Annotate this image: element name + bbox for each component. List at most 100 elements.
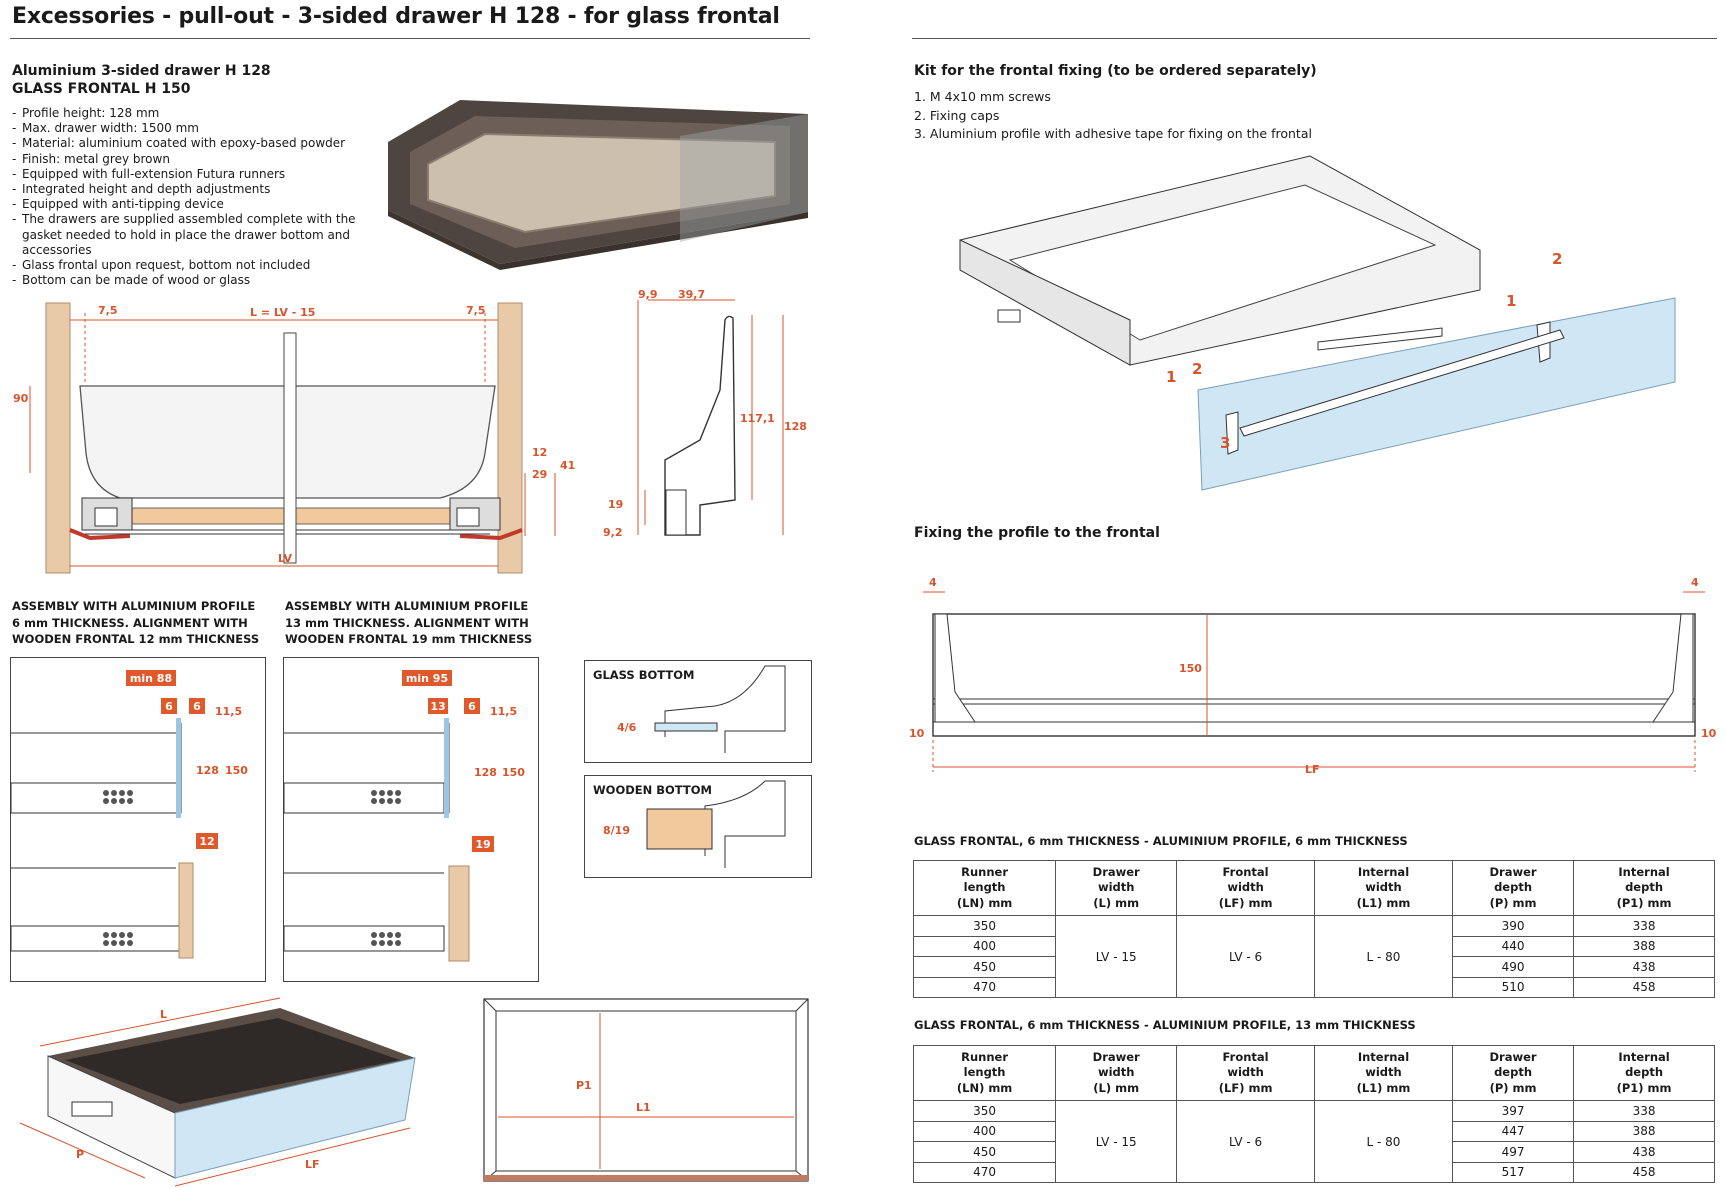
table-cell: 450: [912, 956, 1057, 978]
dim-128-label: 128: [784, 420, 807, 433]
assembly-13-panel: [283, 657, 539, 982]
table-row: 470 510 458: [912, 976, 1715, 998]
table-row: 350 LV - 15 LV - 6 L - 80 390 338: [912, 915, 1715, 998]
product-title: Aluminium 3-sided drawer H 128 GLASS FRO…: [12, 62, 271, 98]
dim-1171-label: 117,1: [740, 412, 775, 425]
assembly-6-h1: 128: [196, 764, 219, 777]
assembly-6-t: 12: [199, 835, 214, 848]
assembly-13-h2: 150: [502, 766, 525, 779]
iso-p-label: P: [76, 1148, 84, 1161]
product-title-line2: GLASS FRONTAL H 150: [12, 81, 191, 97]
feature-item: Material: aluminium coated with epoxy-ba…: [12, 136, 367, 151]
table2-title: GLASS FRONTAL, 6 mm THICKNESS - ALUMINIU…: [914, 1018, 1416, 1032]
assembly-13-t: 19: [475, 838, 490, 851]
dim-left-label: 7,5: [98, 304, 118, 317]
dim-92-label: 9,2: [603, 526, 623, 539]
table-cell: 350: [912, 915, 1057, 937]
title-rule-left: [10, 38, 810, 39]
table-cell: LV - 6: [1176, 1100, 1315, 1183]
assembly-13-b: 6: [468, 700, 476, 713]
top-view-diagram: P1 L1: [483, 998, 809, 1182]
feature-item: Finish: metal grey brown: [12, 152, 367, 167]
fixing-d10-left: 10: [909, 727, 925, 740]
kit-list: 1. M 4x10 mm screws 2. Fixing caps 3. Al…: [914, 88, 1312, 144]
feature-item: Max. drawer width: 1500 mm: [12, 121, 367, 136]
table-cell: 510: [1452, 976, 1575, 998]
wooden-bottom-diagram: WOODEN BOTTOM 8/19: [593, 780, 786, 868]
dim-height-label: 90: [13, 392, 29, 405]
assembly-6-c: 11,5: [215, 705, 242, 718]
table-cell: LV - 6: [1176, 915, 1315, 998]
feature-item: Equipped with anti-tipping device: [12, 197, 367, 212]
assembly-6-panel: [10, 657, 266, 982]
fixing-diagram: 4 4 150 10 10 LF: [909, 576, 1717, 776]
table-cell: 397: [1452, 1100, 1575, 1122]
kit-callout-1a: 1: [1166, 368, 1176, 386]
table-cell: 470: [912, 1161, 1057, 1183]
page-title: Excessories - pull-out - 3-sided drawer …: [12, 4, 780, 29]
table-cell: 350: [912, 1100, 1057, 1122]
assembly-6-title: ASSEMBLY WITH ALUMINIUM PROFILE 6 mm THI…: [12, 599, 260, 646]
top-view-p1-label: P1: [576, 1079, 592, 1092]
assembly-6-min: min 88: [130, 672, 172, 685]
feature-item: Bottom can be made of wood or glass: [12, 273, 367, 288]
table-cell: 447: [1452, 1120, 1575, 1142]
table-cell: 440: [1452, 935, 1575, 957]
dim-99-label: 9,9: [638, 288, 658, 301]
dim-12-label: 12: [532, 446, 547, 459]
feature-item: Profile height: 128 mm: [12, 106, 367, 121]
table-cell: 458: [1573, 976, 1715, 998]
feature-item: Equipped with full-extension Futura runn…: [12, 167, 367, 182]
assembly-13-diagram: min 95 13 6 11,5 128 150 19: [283, 670, 525, 962]
assembly-13-title: ASSEMBLY WITH ALUMINIUM PROFILE 13 mm TH…: [285, 599, 533, 646]
kit-item: 1. M 4x10 mm screws: [914, 89, 1051, 104]
fixing-d10-right: 10: [1701, 727, 1717, 740]
kit-item: 3. Aluminium profile with adhesive tape …: [914, 126, 1312, 141]
dim-41-label: 41: [560, 459, 575, 472]
iso-drawer-diagram: L P LF: [19, 997, 416, 1187]
table-cell: 458: [1573, 1161, 1715, 1183]
dim-right-label: 7,5: [466, 304, 486, 317]
kit-title: Kit for the frontal fixing (to be ordere…: [914, 63, 1317, 79]
table-cell: 497: [1452, 1141, 1575, 1163]
title-rule-right: [912, 38, 1717, 39]
feature-item: Glass frontal upon request, bottom not i…: [12, 258, 367, 273]
fixing-d4-right: 4: [1691, 576, 1699, 589]
kit-item: 2. Fixing caps: [914, 107, 1000, 123]
fixing-d4-left: 4: [929, 576, 937, 589]
assembly-13-min: min 95: [406, 672, 448, 685]
glass-bottom-title: GLASS BOTTOM: [593, 668, 694, 682]
table-cell: 390: [1452, 915, 1575, 937]
table-row: 470 517 458: [912, 1161, 1715, 1183]
fixing-d150: 150: [1179, 662, 1202, 675]
wooden-bottom-dim: 8/19: [603, 824, 630, 837]
dim-center-label: L = LV - 15: [250, 306, 315, 319]
assembly-13-h1: 128: [474, 766, 497, 779]
feature-item: Integrated height and depth adjustments: [12, 182, 367, 197]
kit-callout-3: 3: [1220, 434, 1230, 452]
table-cell: 517: [1452, 1161, 1575, 1183]
assembly-6-b: 6: [193, 700, 201, 713]
kit-callout-2b: 2: [1552, 250, 1562, 268]
table-cell: 450: [912, 1141, 1057, 1163]
table-cell: 388: [1573, 935, 1715, 957]
table-cell: 490: [1452, 956, 1575, 978]
table-cell: 338: [1573, 1100, 1715, 1122]
table-cell: 388: [1573, 1120, 1715, 1142]
table-cell: 470: [912, 976, 1057, 998]
table-cell: 438: [1573, 956, 1715, 978]
table-row: 350 LV - 15 LV - 6 L - 80 397 338: [912, 1100, 1715, 1183]
dim-19-label: 19: [608, 498, 623, 511]
table-cell: 438: [1573, 1141, 1715, 1163]
